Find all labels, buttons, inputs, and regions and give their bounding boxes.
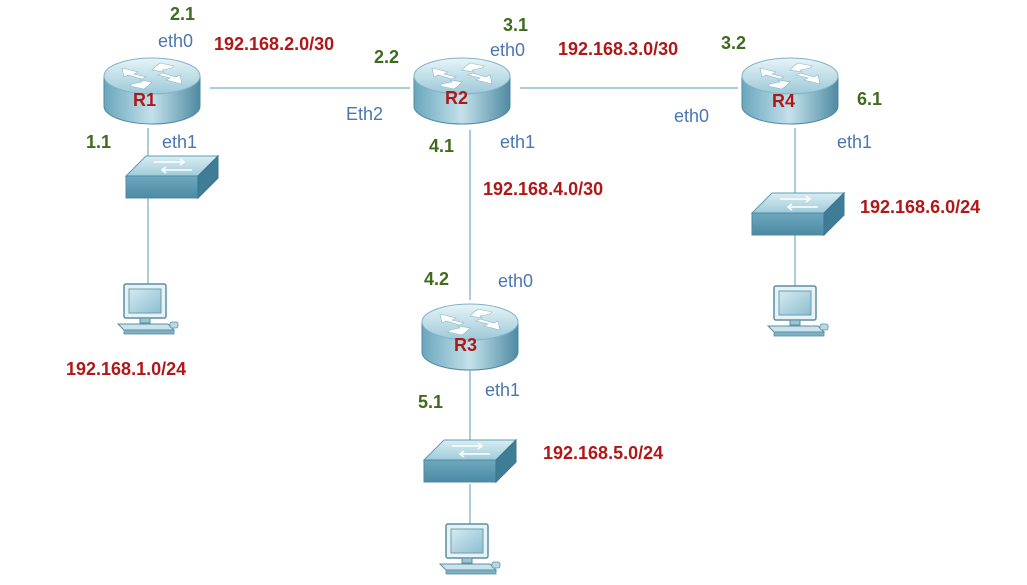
router-label-r1: R1 [133,90,156,110]
computer-icon[interactable] [439,523,501,575]
iface-r4-eth1: eth1 [837,132,872,152]
addr-r4-3: 3.2 [721,33,746,53]
addr-r1-2: 2.1 [170,4,195,24]
switch-icon[interactable] [125,155,219,199]
iface-r1-eth1: eth1 [162,132,197,152]
switch-icon[interactable] [423,439,517,483]
iface-r3-eth1: eth1 [485,380,520,400]
iface-r2-eth1: eth1 [500,132,535,152]
router-label-r4: R4 [772,91,795,111]
iface-r1-eth0: eth0 [158,31,193,51]
network-label-n5: 192.168.5.0/24 [543,443,663,463]
computer-icon[interactable] [117,283,179,335]
iface-r2-eth2: Eth2 [346,104,383,124]
links [147,87,796,526]
network-label-n3: 192.168.3.0/30 [558,39,678,59]
addr-r2-3: 3.1 [503,15,528,35]
computer-icon[interactable] [767,285,829,337]
network-label-n2: 192.168.2.0/30 [214,34,334,54]
iface-r3-eth0: eth0 [498,271,533,291]
addr-r3-5: 5.1 [418,392,443,412]
addr-r2-4: 4.1 [429,136,454,156]
network-label-n6: 192.168.6.0/24 [860,197,980,217]
network-label-n4: 192.168.4.0/30 [483,179,603,199]
network-label-n1: 192.168.1.0/24 [66,359,186,379]
addr-r4-6: 6.1 [857,89,882,109]
iface-r2-eth0: eth0 [490,40,525,60]
iface-r4-eth0: eth0 [674,106,709,126]
addr-r3-4: 4.2 [424,269,449,289]
addr-r2-2: 2.2 [374,47,399,67]
switch-icon[interactable] [751,192,845,236]
router-label-r3: R3 [454,335,477,355]
addr-r1-1: 1.1 [86,132,111,152]
router-label-r2: R2 [445,88,468,108]
